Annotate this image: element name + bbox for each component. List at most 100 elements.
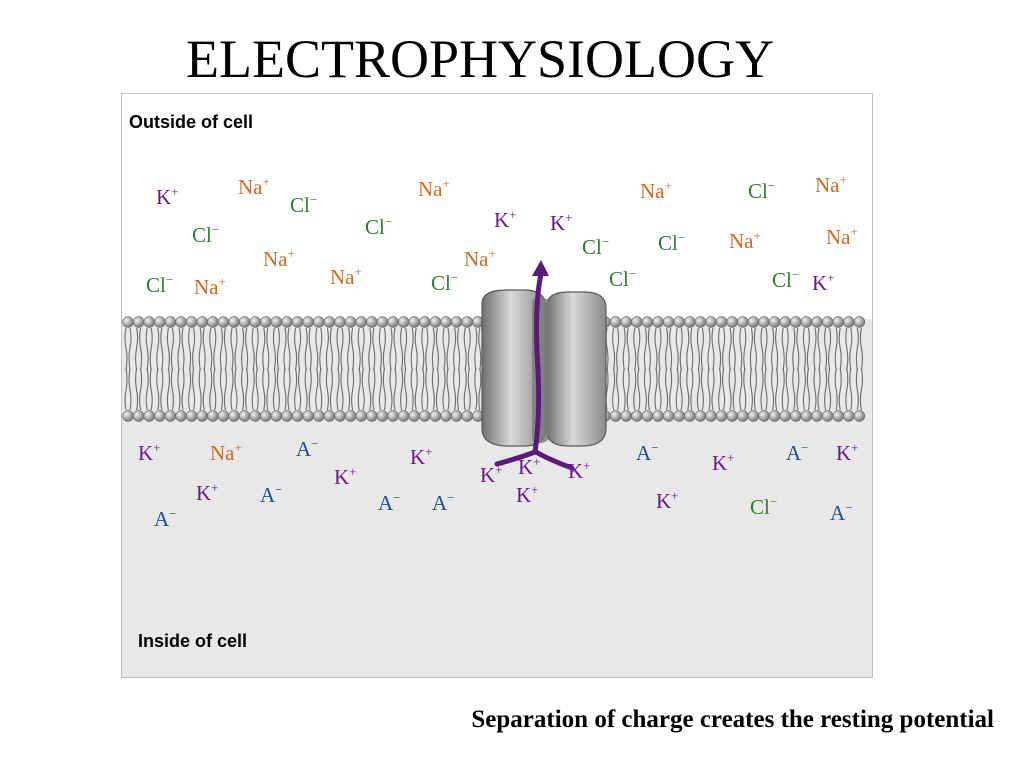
- ion-charge: +: [355, 264, 362, 279]
- ion-charge: +: [665, 178, 672, 193]
- lipid-tail: [213, 367, 217, 411]
- extracellular-ion-na: Na+: [826, 224, 858, 249]
- lipid-tail: [276, 367, 280, 411]
- phospholipid-head: [811, 410, 823, 422]
- phospholipid-head: [313, 316, 325, 328]
- ion-charge: +: [827, 270, 834, 285]
- phospholipid-head: [768, 410, 781, 422]
- lipid-tail: [446, 367, 450, 411]
- phospholipid-head: [313, 410, 325, 422]
- phospholipid-head: [419, 316, 431, 328]
- phospholipid-head: [122, 410, 134, 422]
- phospholipid-head: [747, 410, 760, 422]
- phospholipid-head: [673, 410, 685, 422]
- lipid-tail: [696, 367, 700, 411]
- phospholipid-head: [217, 410, 230, 422]
- lipid-tail: [421, 367, 425, 411]
- lipid-tail: [457, 367, 461, 411]
- phospholipid-head: [684, 316, 696, 328]
- lipid-tail: [696, 327, 700, 371]
- lipid-tail: [771, 367, 775, 411]
- phospholipid-head: [185, 410, 198, 422]
- phospholipid-head: [154, 410, 166, 422]
- lipid-tail: [711, 367, 715, 411]
- lipid-tail: [732, 327, 736, 371]
- phospholipid-head: [281, 316, 293, 328]
- membrane-diagram-panel: K+Na+Cl−Na+Na+Cl−Na+Cl−Cl−K+K+Cl−Cl−Na+C…: [121, 93, 873, 678]
- lipid-tail: [775, 367, 779, 411]
- lipid-tail: [329, 327, 333, 371]
- lipid-tail: [304, 367, 308, 411]
- phospholipid-head: [238, 316, 251, 328]
- lipid-tail: [859, 327, 863, 371]
- phospholipid-head: [429, 410, 442, 422]
- lipid-tail: [707, 367, 711, 411]
- phospholipid-head: [217, 316, 230, 328]
- lipid-tail: [294, 367, 298, 411]
- lipid-tail: [612, 327, 616, 371]
- lipid-tail: [382, 367, 386, 411]
- lipid-tail: [283, 327, 287, 371]
- phospholipid-head: [196, 410, 208, 422]
- phospholipid-head: [461, 410, 473, 422]
- ion-charge: +: [425, 444, 432, 459]
- lipid-tail: [198, 367, 202, 411]
- lipid-tail: [813, 327, 817, 371]
- lipid-tail: [241, 367, 245, 411]
- ion-charge: −: [447, 490, 454, 505]
- lipid-tail: [139, 367, 143, 411]
- lipid-tail: [711, 327, 715, 371]
- arrow-path-right: [533, 449, 575, 471]
- lipid-tail: [849, 327, 853, 371]
- lipid-tail: [647, 367, 651, 411]
- lipid-tail: [675, 327, 679, 371]
- lipid-tail: [675, 367, 679, 411]
- phospholipid-head: [843, 410, 855, 422]
- lipid-tail: [135, 367, 139, 411]
- ion-charge: −: [770, 494, 777, 509]
- lipid-tail: [315, 367, 319, 411]
- lipid-tail: [181, 367, 185, 411]
- ion-charge: +: [153, 440, 160, 455]
- lipid-tail: [722, 327, 726, 371]
- lipid-tail: [622, 327, 626, 371]
- phospholipid-head: [323, 410, 336, 422]
- lipid-tail: [382, 327, 386, 371]
- phospholipid-head: [397, 316, 410, 328]
- lipid-tail: [616, 367, 620, 411]
- lipid-tail: [389, 327, 393, 371]
- lipid-tail: [170, 327, 174, 371]
- lipid-tail: [298, 327, 302, 371]
- lipid-tail: [859, 367, 863, 411]
- lipid-tail: [128, 367, 132, 411]
- lipid-tail: [637, 367, 641, 411]
- phospholipid-head: [652, 410, 664, 422]
- lipid-tail: [771, 327, 775, 371]
- lipid-tail: [478, 367, 482, 411]
- phospholipid-head: [302, 316, 314, 328]
- lipid-tail: [431, 327, 435, 371]
- lipid-tail: [838, 367, 842, 411]
- lipid-tail: [453, 367, 457, 411]
- lipid-tail: [188, 327, 192, 371]
- lipid-tail: [319, 327, 323, 371]
- lipid-tail: [266, 327, 270, 371]
- phospholipid-head: [429, 316, 442, 328]
- phospholipid-head: [270, 410, 283, 422]
- lipid-tail: [202, 327, 206, 371]
- ion-charge: −: [310, 192, 317, 207]
- lipid-tail: [262, 327, 266, 371]
- phospholipid-head: [228, 410, 240, 422]
- lipid-tail: [241, 327, 245, 371]
- phospholipid-head: [631, 410, 643, 422]
- arrow-path-left: [494, 271, 544, 467]
- phospholipid-head: [238, 410, 251, 422]
- ion-charge: −: [275, 482, 282, 497]
- lipid-tail: [658, 367, 662, 411]
- ion-charge: −: [385, 214, 392, 229]
- lipid-tail: [325, 327, 329, 371]
- lipid-tail: [446, 327, 450, 371]
- phospholipid-head: [609, 410, 622, 422]
- lipid-tail: [845, 367, 849, 411]
- lipid-tail: [404, 327, 408, 371]
